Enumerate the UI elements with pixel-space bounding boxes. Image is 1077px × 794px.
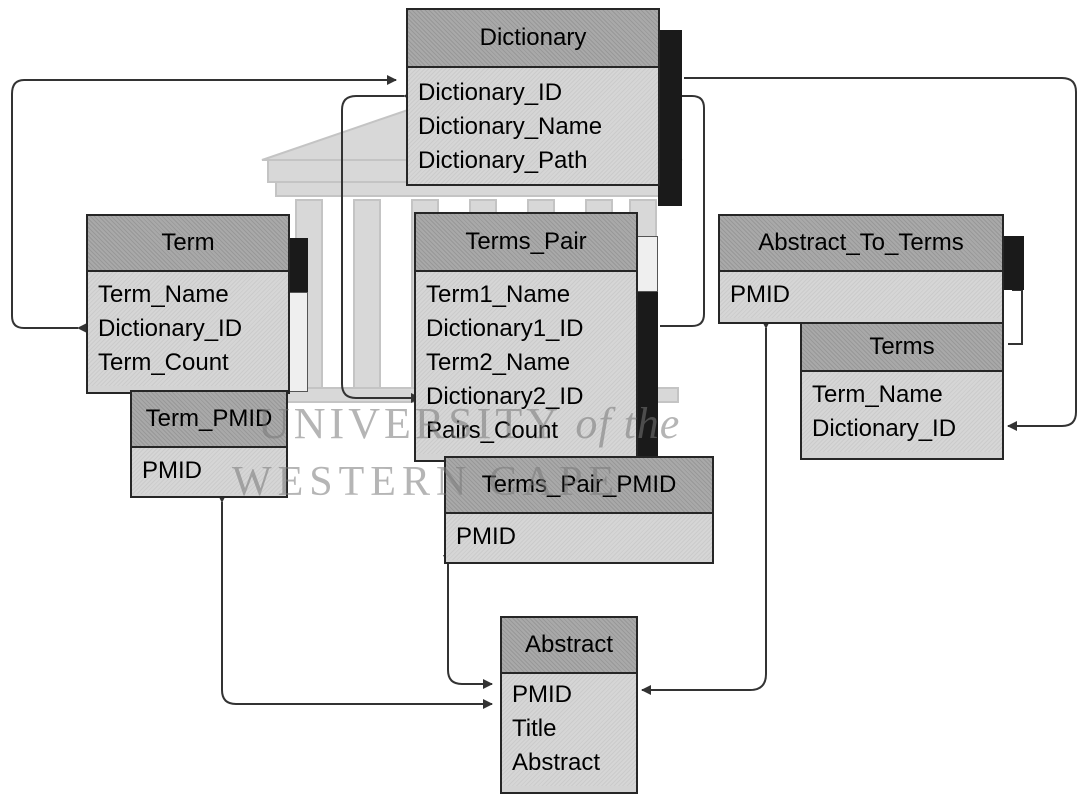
watermark-university: UNIVERSITY (258, 399, 560, 448)
abstract-to-terms-title: Abstract_To_Terms (720, 216, 1002, 272)
field-term-name: Term_Name (812, 378, 992, 412)
terms-pair-title: Terms_Pair (416, 214, 636, 272)
abstract-title: Abstract (502, 618, 636, 674)
abstract-to-terms-fields: PMID (720, 272, 1002, 318)
terms-table[interactable]: Terms Term_Name Dictionary_ID (800, 322, 1004, 460)
field-dictionary-path: Dictionary_Path (418, 144, 648, 178)
abstract-fields: PMID Title Abstract (502, 674, 636, 786)
dictionary-title: Dictionary (408, 10, 658, 68)
field-term1-name: Term1_Name (426, 278, 626, 312)
terms-pair-pmid-fields: PMID (446, 514, 712, 560)
terms-title: Terms (802, 324, 1002, 372)
field-dictionary-id: Dictionary_ID (812, 412, 992, 446)
watermark-university-text: UNIVERSITY of the (258, 398, 680, 449)
field-dictionary1-id: Dictionary1_ID (426, 312, 626, 346)
field-dictionary-name: Dictionary_Name (418, 110, 648, 144)
term-table[interactable]: Term Term_Name Dictionary_ID Term_Count (86, 214, 290, 394)
term-title: Term (88, 216, 288, 272)
term-shadow-light (288, 292, 308, 392)
watermark-western-cape: WESTERN CAPE (232, 458, 620, 506)
terms-pair-shadow-light (636, 236, 658, 292)
field-dictionary-id: Dictionary_ID (98, 312, 278, 346)
field-dictionary-id: Dictionary_ID (418, 76, 648, 110)
field-abstract: Abstract (512, 746, 626, 780)
watermark-of-the: of the (575, 399, 680, 448)
dictionary-shadow-bar (658, 30, 682, 206)
field-term2-name: Term2_Name (426, 346, 626, 380)
dictionary-fields: Dictionary_ID Dictionary_Name Dictionary… (408, 68, 658, 184)
field-pmid: PMID (512, 678, 626, 712)
field-title: Title (512, 712, 626, 746)
field-term-count: Term_Count (98, 346, 278, 380)
abstract-to-terms-table[interactable]: Abstract_To_Terms PMID (718, 214, 1004, 324)
terms-fields: Term_Name Dictionary_ID (802, 372, 1002, 452)
abstract-table[interactable]: Abstract PMID Title Abstract (500, 616, 638, 794)
field-term-name: Term_Name (98, 278, 278, 312)
term-fields: Term_Name Dictionary_ID Term_Count (88, 272, 288, 386)
field-pmid: PMID (456, 520, 702, 554)
term-shadow-bar (288, 238, 308, 292)
field-pmid: PMID (730, 278, 992, 312)
dictionary-table[interactable]: Dictionary Dictionary_ID Dictionary_Name… (406, 8, 660, 186)
